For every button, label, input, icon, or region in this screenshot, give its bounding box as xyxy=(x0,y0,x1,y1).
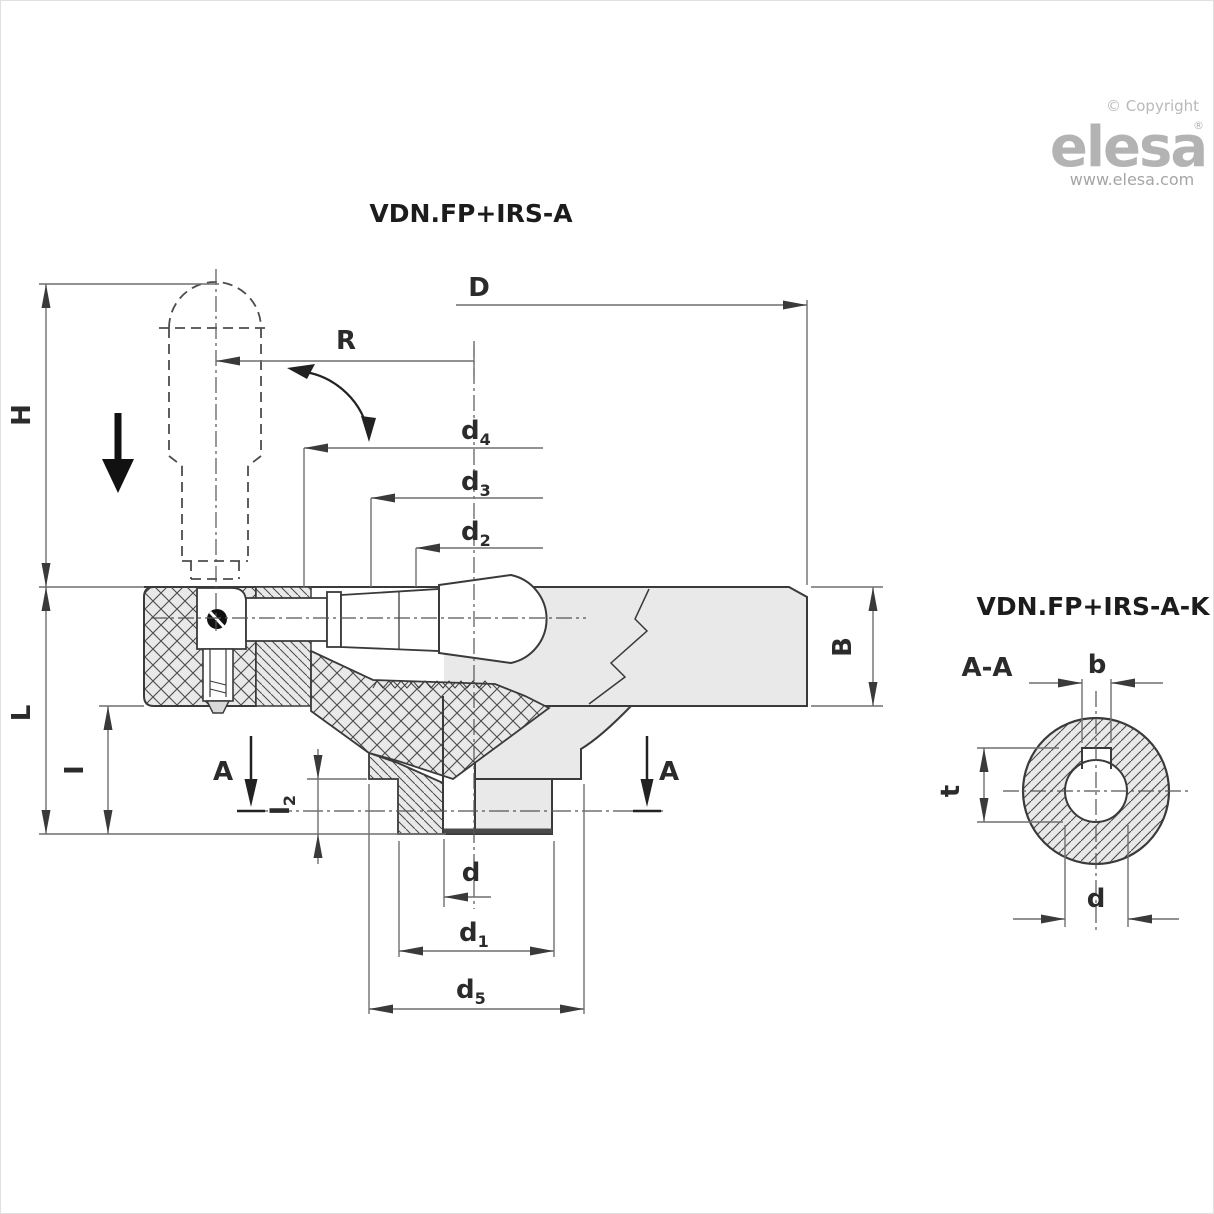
handle-raised-phantom xyxy=(159,281,271,580)
website-text: www.elesa.com xyxy=(1070,170,1194,189)
rim-outline xyxy=(144,586,808,707)
section-view-title: VDN.FP+IRS-A-K xyxy=(977,592,1212,621)
pivot-pin-slot xyxy=(208,610,227,630)
plunger-pin xyxy=(202,648,234,702)
dim-label-l2: l2 xyxy=(266,795,299,815)
return-spring xyxy=(372,680,492,689)
section-label-A-left: A xyxy=(213,757,233,787)
main-view-title: VDN.FP+IRS-A xyxy=(369,199,573,228)
dim-label-section-d: d xyxy=(1087,884,1106,914)
spoke-web-section xyxy=(310,649,551,780)
revolving-handle-folded xyxy=(245,573,548,665)
dim-label-R: R xyxy=(336,326,356,356)
dim-label-d4: d4 xyxy=(461,416,491,449)
dim-label-H: H xyxy=(7,404,37,426)
dim-label-I: I xyxy=(60,765,90,775)
break-line xyxy=(588,588,650,705)
elesa-logo: © Copyright elesa ® www.elesa.com xyxy=(1050,97,1208,189)
plunger-spring xyxy=(209,680,227,694)
section-view-AA: VDN.FP+IRS-A-K A-A xyxy=(936,592,1211,933)
dim-label-D: D xyxy=(468,273,490,303)
rotation-arc-arrow xyxy=(287,364,376,442)
dim-label-d: d xyxy=(462,858,481,888)
dim-label-d1: d1 xyxy=(459,918,489,951)
fold-direction-arrow xyxy=(102,413,134,493)
dim-label-d3: d3 xyxy=(461,467,491,500)
wheel-hub-outside xyxy=(475,706,631,834)
dim-label-d5: d5 xyxy=(456,975,486,1008)
dim-label-t: t xyxy=(936,785,966,797)
logo-registered-mark: ® xyxy=(1193,119,1204,132)
handwheel-side-section-view xyxy=(143,341,808,909)
section-label-A-right: A xyxy=(659,757,679,787)
copyright-text: © Copyright xyxy=(1106,97,1199,115)
section-cut-label: A-A xyxy=(961,653,1012,683)
dim-label-L: L xyxy=(7,705,37,722)
dim-label-d2: d2 xyxy=(461,517,491,550)
dimensions-main xyxy=(39,283,883,1014)
dim-label-B: B xyxy=(828,637,858,657)
dim-label-b: b xyxy=(1088,650,1107,680)
plunger-tip xyxy=(205,700,231,714)
section-arrows xyxy=(237,736,661,813)
logo-text: elesa xyxy=(1050,115,1206,180)
